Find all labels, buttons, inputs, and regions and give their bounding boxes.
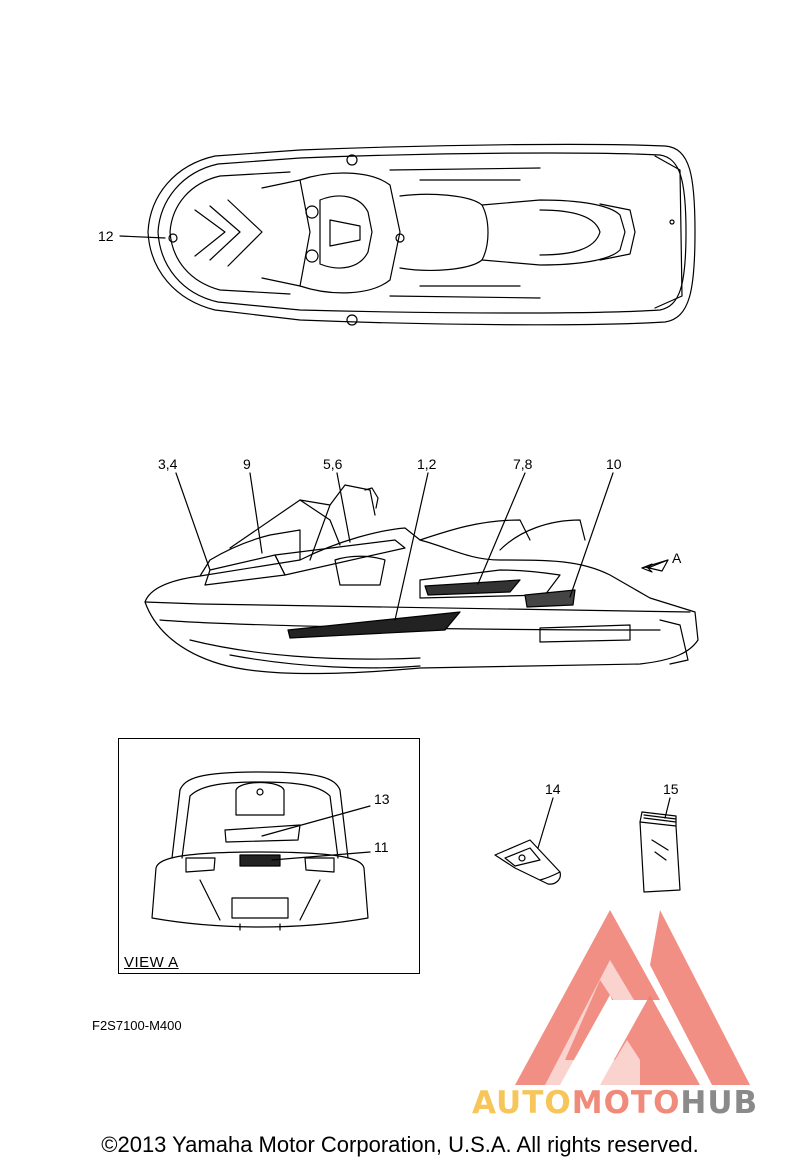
rear-view-watercraft: [151, 771, 369, 931]
callout-1-2: 1,2: [417, 456, 437, 472]
callout-11: 11: [374, 839, 389, 855]
callout-10: 10: [606, 456, 622, 472]
part-14-pouch: [494, 839, 561, 885]
leader-10: [569, 472, 614, 598]
leader-15: [664, 797, 671, 819]
view-a-frame: [118, 738, 420, 974]
callout-5-6: 5,6: [323, 456, 343, 472]
leader-5-6: [336, 472, 351, 543]
callout-13: 13: [374, 791, 390, 807]
copyright-notice: ©2013 Yamaha Motor Corporation, U.S.A. A…: [101, 1132, 699, 1157]
brand-part-auto: AUTO: [472, 1085, 572, 1121]
leader-11: [271, 851, 371, 861]
brand-part-hub: HUB: [680, 1085, 759, 1121]
watermark-logo: [515, 910, 750, 1085]
top-view-watercraft: [147, 143, 696, 326]
callout-9: 9: [243, 456, 251, 472]
leader-13: [261, 805, 371, 837]
view-a-label: VIEW A: [124, 954, 179, 971]
callout-14: 14: [545, 781, 561, 797]
leader-14: [537, 797, 554, 849]
callout-15: 15: [663, 781, 679, 797]
callout-12: 12: [98, 228, 114, 244]
leader-3-4: [175, 472, 211, 571]
leader-1-2: [394, 472, 429, 621]
side-view-watercraft: [144, 484, 699, 675]
diagram-code: F2S7100-M400: [92, 1018, 182, 1033]
callout-3-4: 3,4: [158, 456, 178, 472]
leader-12: [119, 235, 166, 239]
callout-7-8: 7,8: [513, 456, 533, 472]
leader-9: [249, 472, 263, 554]
callout-a: A: [672, 550, 682, 566]
watermark-brand: AUTOMOTOHUB: [472, 1086, 758, 1120]
part-15-label-card: [639, 811, 681, 893]
leader-7-8: [477, 472, 526, 585]
brand-part-moto: MOTO: [571, 1085, 681, 1121]
